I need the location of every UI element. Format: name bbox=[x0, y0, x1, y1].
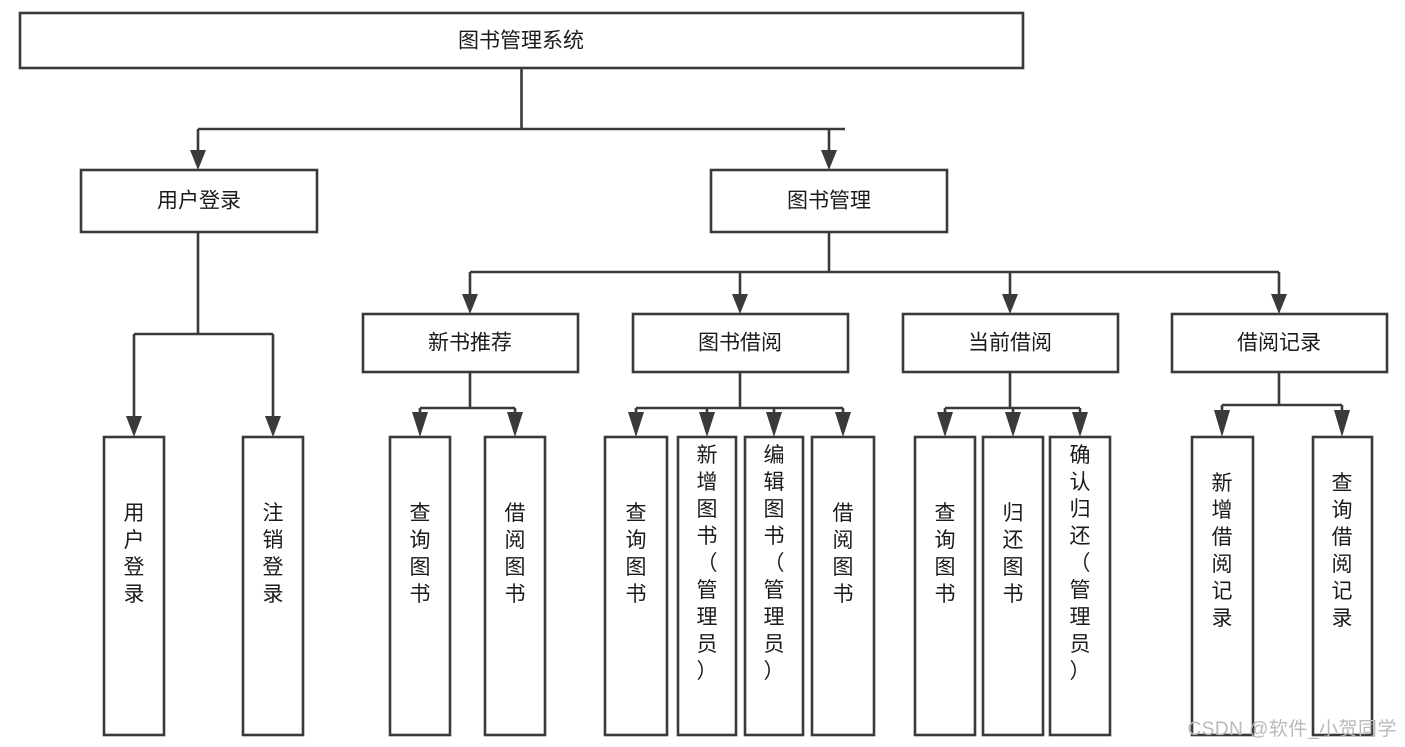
node-leaf-query-books-bw[interactable]: 查询图书 bbox=[603, 435, 669, 737]
node-leaf-add-borrow-record-label: 新增借阅记录 bbox=[1212, 472, 1233, 630]
node-leaf-query-borrow-record[interactable]: 查询借阅记录 bbox=[1311, 435, 1374, 737]
node-leaf-borrow-books-nb-label: 借阅图书 bbox=[505, 502, 526, 606]
node-leaf-user-login-label: 用户登录 bbox=[124, 502, 145, 606]
node-book-borrow[interactable]: 图书借阅 bbox=[631, 312, 850, 374]
node-book-borrow-label: 图书借阅 bbox=[698, 332, 782, 355]
node-root[interactable]: 图书管理系统 bbox=[18, 11, 1025, 70]
node-leaf-confirm-return-admin-box[interactable] bbox=[1048, 435, 1112, 737]
node-new-book-recommend-label: 新书推荐 bbox=[428, 332, 512, 355]
arrow-root-to-book-mgmt bbox=[821, 150, 837, 170]
connector-group-new-books bbox=[412, 372, 523, 437]
node-user-login-box[interactable] bbox=[79, 168, 319, 234]
connector-group-book-mgmt bbox=[462, 232, 1287, 314]
node-borrow-records-box[interactable] bbox=[1170, 312, 1389, 374]
arrow-bw-leaf-1 bbox=[628, 412, 644, 437]
node-leaf-confirm-return-admin-label: 确认归还（管理员） bbox=[1070, 444, 1091, 683]
node-borrow-records[interactable]: 借阅记录 bbox=[1170, 312, 1389, 374]
node-leaf-add-borrow-record[interactable]: 新增借阅记录 bbox=[1190, 435, 1255, 737]
node-user-login-label: 用户登录 bbox=[157, 190, 241, 213]
node-leaf-logout-label: 注销登录 bbox=[263, 502, 284, 606]
connector-group-user-login bbox=[126, 232, 281, 437]
node-leaf-borrow-books-bw-label: 借阅图书 bbox=[833, 502, 854, 606]
connector-group-borrow bbox=[628, 372, 851, 437]
node-book-management-box[interactable] bbox=[709, 168, 949, 234]
node-leaf-logout-box[interactable] bbox=[241, 435, 305, 737]
node-leaf-borrow-books-bw[interactable]: 借阅图书 bbox=[810, 435, 876, 737]
watermark-text: CSDN @软件_小贺同学 bbox=[1187, 719, 1397, 740]
node-new-book-recommend[interactable]: 新书推荐 bbox=[361, 312, 580, 374]
node-root-label: 图书管理系统 bbox=[458, 30, 584, 53]
arrow-bw-leaf-2 bbox=[699, 412, 715, 437]
node-leaf-edit-book-admin-box[interactable] bbox=[743, 435, 805, 737]
node-leaf-edit-book-admin-label: 编辑图书（管理员） bbox=[764, 444, 785, 683]
arrow-bm-to-new-books bbox=[462, 294, 478, 314]
node-leaf-query-books-nb[interactable]: 查询图书 bbox=[388, 435, 452, 737]
node-leaf-user-login-box[interactable] bbox=[102, 435, 166, 737]
arrow-bm-to-records bbox=[1271, 294, 1287, 314]
node-user-login[interactable]: 用户登录 bbox=[79, 168, 319, 234]
node-leaf-confirm-return-admin[interactable]: 确认归还（管理员） bbox=[1048, 435, 1112, 737]
arrow-root-to-user-login bbox=[190, 150, 206, 170]
node-current-borrow-label: 当前借阅 bbox=[968, 332, 1052, 355]
node-leaf-query-books-nb-label: 查询图书 bbox=[410, 502, 431, 606]
node-leaf-query-borrow-record-label: 查询借阅记录 bbox=[1332, 472, 1353, 630]
node-leaf-query-books-cu-box[interactable] bbox=[913, 435, 977, 737]
node-current-borrow-box[interactable] bbox=[901, 312, 1120, 374]
arrow-bw-leaf-3 bbox=[766, 412, 782, 437]
arrow-rc-leaf-1 bbox=[1214, 410, 1230, 437]
node-leaf-query-books-nb-box[interactable] bbox=[388, 435, 452, 737]
node-leaf-user-login[interactable]: 用户登录 bbox=[102, 435, 166, 737]
arrow-cu-leaf-1 bbox=[937, 412, 953, 437]
node-leaf-borrow-books-nb-box[interactable] bbox=[483, 435, 547, 737]
node-leaf-return-books-box[interactable] bbox=[981, 435, 1045, 737]
node-leaf-query-books-cu[interactable]: 查询图书 bbox=[913, 435, 977, 737]
node-book-borrow-box[interactable] bbox=[631, 312, 850, 374]
arrow-nb-leaf-2 bbox=[507, 412, 523, 437]
node-book-management[interactable]: 图书管理 bbox=[709, 168, 949, 234]
arrow-user-login-leaf-2 bbox=[265, 416, 281, 437]
node-borrow-records-label: 借阅记录 bbox=[1237, 332, 1321, 355]
node-leaf-add-book-admin-box[interactable] bbox=[676, 435, 738, 737]
connector-group-root bbox=[190, 68, 845, 170]
arrow-user-login-leaf-1 bbox=[126, 416, 142, 437]
node-leaf-return-books-label: 归还图书 bbox=[1003, 502, 1024, 606]
arrow-rc-leaf-2 bbox=[1334, 410, 1350, 437]
node-leaf-query-borrow-record-box[interactable] bbox=[1311, 435, 1374, 737]
connector-group-current bbox=[937, 372, 1088, 437]
node-book-management-label: 图书管理 bbox=[787, 190, 871, 213]
node-leaf-add-borrow-record-box[interactable] bbox=[1190, 435, 1255, 737]
arrow-nb-leaf-1 bbox=[412, 412, 428, 437]
node-leaf-query-books-bw-box[interactable] bbox=[603, 435, 669, 737]
arrow-cu-leaf-2 bbox=[1005, 412, 1021, 437]
arrow-bw-leaf-4 bbox=[835, 412, 851, 437]
node-new-book-recommend-box[interactable] bbox=[361, 312, 580, 374]
node-leaf-edit-book-admin[interactable]: 编辑图书（管理员） bbox=[743, 435, 805, 737]
connector-group-records bbox=[1214, 372, 1350, 437]
node-leaf-query-books-cu-label: 查询图书 bbox=[935, 502, 956, 606]
node-leaf-query-books-bw-label: 查询图书 bbox=[626, 502, 647, 606]
node-leaf-borrow-books-bw-box[interactable] bbox=[810, 435, 876, 737]
node-leaf-logout[interactable]: 注销登录 bbox=[241, 435, 305, 737]
node-root-box[interactable] bbox=[18, 11, 1025, 70]
arrow-bm-to-borrow bbox=[732, 294, 748, 314]
node-leaf-borrow-books-nb[interactable]: 借阅图书 bbox=[483, 435, 547, 737]
arrow-bm-to-current bbox=[1002, 294, 1018, 314]
arrow-cu-leaf-3 bbox=[1072, 412, 1088, 437]
node-leaf-add-book-admin[interactable]: 新增图书（管理员） bbox=[676, 435, 738, 737]
node-leaf-return-books[interactable]: 归还图书 bbox=[981, 435, 1045, 737]
node-leaf-add-book-admin-label: 新增图书（管理员） bbox=[697, 444, 718, 683]
node-current-borrow[interactable]: 当前借阅 bbox=[901, 312, 1120, 374]
